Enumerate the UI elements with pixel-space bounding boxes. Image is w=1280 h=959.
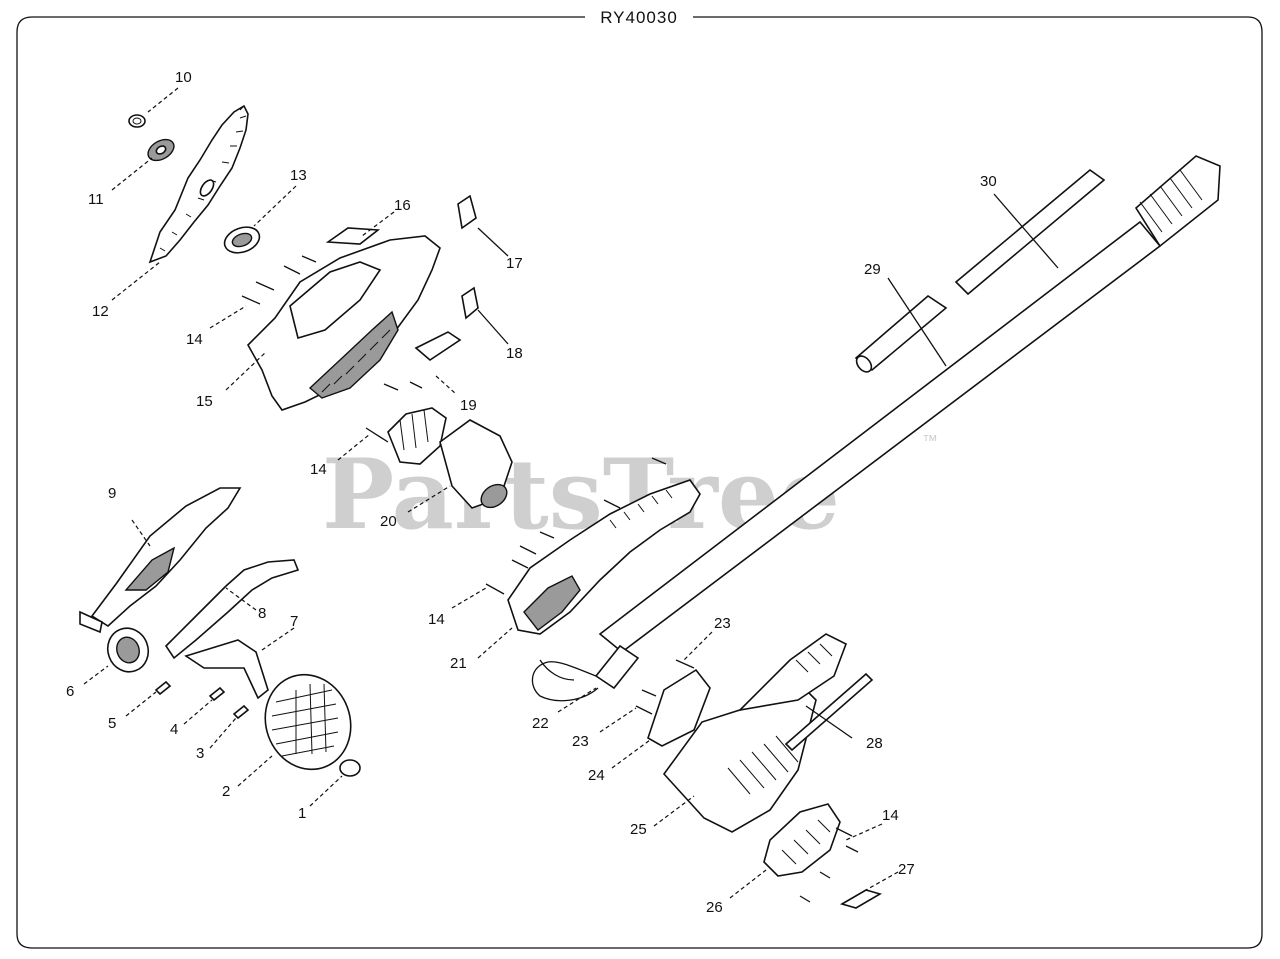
part-3-pin: [232, 704, 250, 720]
part-17-bracket: [457, 194, 477, 230]
callout-13[interactable]: 13: [290, 167, 307, 184]
part-24-plate: [647, 668, 711, 747]
part-13-pulley: [223, 226, 261, 254]
callout-7[interactable]: 7: [290, 613, 298, 630]
part-7-bracket: [184, 639, 269, 700]
leader-lines: [83, 87, 1059, 899]
part-6-wheel: [106, 627, 150, 673]
callout-19[interactable]: 19: [460, 397, 477, 414]
callout-24[interactable]: 24: [588, 767, 605, 784]
diagram-frame: [16, 16, 1263, 949]
callout-25[interactable]: 25: [630, 821, 647, 838]
part-15-housing: [247, 235, 441, 411]
callout-8[interactable]: 8: [258, 605, 266, 622]
callout-23-upper[interactable]: 23: [714, 615, 731, 632]
callout-15[interactable]: 15: [196, 393, 213, 410]
part-11-washer: [147, 138, 175, 162]
part-5-pin: [154, 680, 172, 696]
callout-30[interactable]: 30: [980, 173, 997, 190]
callout-1[interactable]: 1: [298, 805, 306, 822]
callout-20[interactable]: 20: [380, 513, 397, 530]
callout-28[interactable]: 28: [866, 735, 883, 752]
callout-16[interactable]: 16: [394, 197, 411, 214]
part-10-nut: [128, 114, 146, 128]
callout-9[interactable]: 9: [108, 485, 116, 502]
callout-5[interactable]: 5: [108, 715, 116, 732]
part-30-grip: [954, 168, 1106, 296]
callout-14-handle[interactable]: 14: [428, 611, 445, 628]
callout-2[interactable]: 2: [222, 783, 230, 800]
callout-10[interactable]: 10: [175, 69, 192, 86]
part-29-grip: [854, 294, 948, 373]
callout-14-upper[interactable]: 14: [186, 331, 203, 348]
model-number: RY40030: [600, 8, 678, 27]
watermark-trademark: ™: [922, 433, 938, 450]
part-21-handle-housing: [507, 479, 701, 635]
part-8-arm: [164, 559, 300, 660]
part-26-switch-housing: [763, 803, 841, 877]
callout-22[interactable]: 22: [532, 715, 549, 732]
callout-12[interactable]: 12: [92, 303, 109, 320]
screws: [241, 255, 859, 903]
part-16-label: [325, 227, 381, 245]
callout-6[interactable]: 6: [66, 683, 74, 700]
callout-4[interactable]: 4: [170, 721, 178, 738]
callouts: 10 11 12 13 14 15 16 17 18 19 14 20 14 2…: [66, 69, 997, 916]
callout-3[interactable]: 3: [196, 745, 204, 762]
callout-21[interactable]: 21: [450, 655, 467, 672]
callout-17[interactable]: 17: [506, 255, 523, 272]
callout-27[interactable]: 27: [898, 861, 915, 878]
callout-14-switch[interactable]: 14: [882, 807, 899, 824]
callout-18[interactable]: 18: [506, 345, 523, 362]
part-12-blade: [148, 104, 249, 264]
part-4-pin: [208, 686, 226, 702]
callout-26[interactable]: 26: [706, 899, 723, 916]
part-2-wheel: [264, 673, 352, 771]
callout-23-lower[interactable]: 23: [572, 733, 589, 750]
shaft: [598, 155, 1221, 654]
callout-11[interactable]: 11: [88, 191, 104, 208]
part-25-rear-handle: [662, 633, 848, 833]
part-18-bracket: [414, 286, 479, 362]
part-28-rod: [784, 672, 874, 752]
part-27-label: [839, 889, 883, 909]
callout-14-motor[interactable]: 14: [310, 461, 327, 478]
part-22-cord: [531, 644, 640, 702]
part-20-motor: [439, 419, 513, 509]
callout-29[interactable]: 29: [864, 261, 881, 278]
part-9-guard: [79, 487, 242, 634]
part-1-hub-cap: [339, 759, 361, 777]
part-19-motor-mount: [387, 407, 447, 465]
